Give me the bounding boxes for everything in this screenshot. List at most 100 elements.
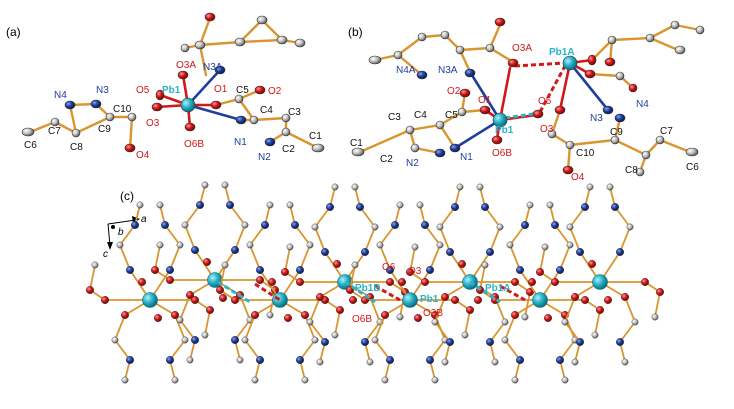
carbon-atom	[456, 183, 464, 191]
atom-label: N2	[406, 158, 419, 169]
carbon-atom	[266, 201, 274, 209]
chain-bond	[294, 224, 311, 246]
carbon-atom	[626, 223, 634, 231]
axis-c-label: c	[103, 249, 108, 260]
nitrogen-atom	[516, 356, 525, 365]
chain-bond	[234, 319, 251, 341]
chain-bond	[509, 244, 521, 271]
chain-bond	[349, 264, 356, 291]
atom-label: O6B	[184, 139, 204, 150]
carbon-atom	[496, 223, 504, 231]
oxygen-atom	[316, 293, 325, 302]
chain-bond	[239, 294, 251, 321]
carbon-atom	[431, 318, 439, 326]
carbon-atom	[156, 201, 164, 209]
panel-b-dashed-bonds	[504, 61, 567, 120]
oxygen-atom	[381, 311, 390, 320]
atom-label: O2	[447, 86, 461, 97]
oxygen-atom	[596, 306, 605, 315]
oxygen-atom	[398, 278, 407, 287]
carbon-atom	[116, 241, 124, 249]
oxygen-atom	[153, 314, 162, 323]
atom-label: C1	[350, 138, 363, 149]
nitrogen-atom	[486, 247, 495, 256]
carbon-atom	[396, 313, 404, 321]
chain-bond	[489, 321, 506, 343]
nitrogen-atom	[165, 356, 174, 365]
nitrogen-atom	[321, 247, 330, 256]
nitrogen-atom	[451, 202, 460, 211]
atom-label: C3	[388, 112, 401, 123]
carbon-atom	[631, 318, 639, 326]
nitrogen-atom	[291, 220, 300, 229]
nitrogen-atom	[386, 266, 395, 275]
lead-atom	[402, 292, 418, 308]
atom-label: O3A	[176, 60, 196, 71]
nitrogen-atom	[616, 247, 625, 256]
atom-label: O3B	[423, 308, 443, 319]
atom-label: O5	[538, 96, 552, 107]
nitrogen-atom	[326, 202, 335, 211]
nitrogen-atom	[130, 220, 139, 229]
carbon-atom	[571, 358, 579, 366]
carbon-atom	[221, 181, 229, 189]
atom-label: Pb1A	[549, 47, 575, 58]
chain-bond	[614, 206, 631, 228]
carbon-atom	[306, 318, 314, 326]
chain-bond	[559, 339, 576, 361]
chain-bond	[654, 291, 661, 318]
chain-bond	[114, 339, 131, 361]
atom-label: O5	[136, 85, 150, 96]
oxygen-atom	[137, 278, 146, 287]
chain-bond	[504, 339, 521, 361]
oxygen-atom	[588, 260, 597, 269]
oxygen-atom	[528, 278, 537, 287]
carbon-atom	[566, 223, 574, 231]
nitrogen-atom	[391, 220, 400, 229]
chain-bond	[434, 321, 451, 343]
carbon-atom	[416, 201, 424, 209]
nitrogen-atom	[576, 338, 585, 347]
carbon-atom	[91, 261, 99, 269]
chain-bond	[539, 246, 546, 273]
chain-bond	[309, 296, 321, 323]
carbon-atom	[111, 336, 119, 344]
oxygen-atom	[656, 288, 665, 297]
chain-bond	[309, 321, 326, 343]
chain-bond	[409, 246, 416, 273]
carbon-atom	[306, 241, 314, 249]
oxygen-atom	[215, 286, 224, 295]
nitrogen-atom	[581, 202, 590, 211]
chain-bond	[314, 206, 331, 228]
nitrogen-atom	[421, 220, 430, 229]
chain-bond	[234, 224, 246, 251]
chain-bond	[154, 244, 161, 271]
chain-bond	[359, 206, 376, 228]
carbon-atom	[566, 241, 574, 249]
oxygen-atom	[544, 314, 553, 323]
carbon-atom	[331, 183, 339, 191]
chain-bond	[119, 244, 131, 271]
oxygen-atom	[641, 278, 650, 287]
nitrogen-atom	[160, 220, 169, 229]
chain-bond	[314, 226, 326, 253]
carbon-atom	[286, 243, 294, 251]
atom-label: C3	[288, 107, 301, 118]
chain-bond	[374, 339, 391, 361]
oxygen-atom	[406, 268, 415, 277]
panel-b-tag: (b)	[348, 25, 363, 39]
oxygen-atom	[581, 296, 590, 305]
oxygen-atom	[441, 293, 450, 302]
carbon-atom	[201, 181, 209, 189]
chain-bond	[439, 206, 456, 228]
chain-bond	[174, 314, 186, 341]
carbon-atom	[181, 221, 189, 229]
atom-label: O3	[146, 118, 160, 129]
oxygen-atom	[604, 296, 613, 305]
nitrogen-atom	[125, 356, 134, 365]
carbon-atom	[651, 313, 659, 321]
panel-c-tag: (c)	[120, 189, 134, 203]
chain-bond	[364, 321, 381, 343]
panel-c: (c) a b c O6 O3 Pb1B Pb1 Pb1A O6B	[85, 181, 665, 384]
carbon-atom	[236, 356, 244, 364]
